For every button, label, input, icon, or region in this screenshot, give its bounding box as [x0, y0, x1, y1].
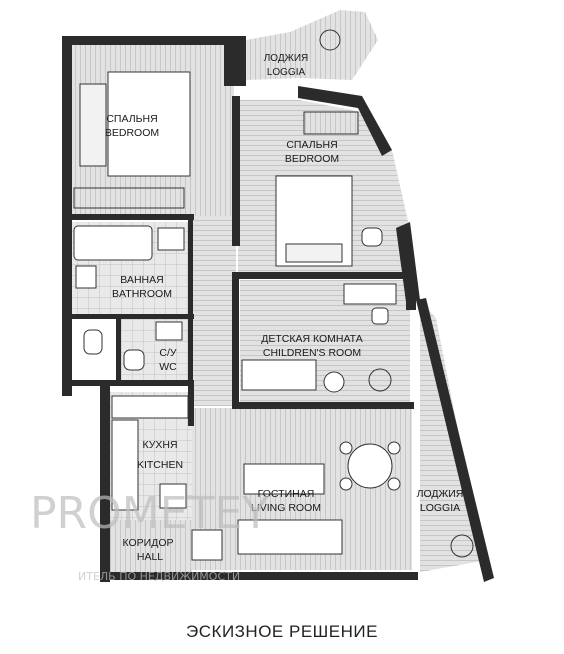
floor-plan: ЛОДЖИЯ LOGGIA СПАЛЬНЯ BEDROOM СПАЛЬНЯ BE… [30, 10, 494, 583]
loggia-top-floor [246, 10, 378, 80]
bedroom-right-label-en: BEDROOM [285, 153, 339, 165]
plant-icon [450, 534, 474, 558]
loggia-top-label-en: LOGGIA [267, 67, 306, 78]
toilet [123, 349, 145, 371]
loggia-right-label-en: LOGGIA [420, 502, 460, 514]
plant-icons [319, 29, 474, 558]
walls [62, 36, 494, 582]
hall-label-en: HALL [137, 551, 163, 563]
childrens-label-ru: ДЕТСКАЯ КОМНАТА [261, 333, 362, 345]
kitchen-label-en: KITCHEN [137, 459, 183, 471]
loggia-top-label-ru: ЛОДЖИЯ [264, 53, 309, 64]
living-sofa [237, 519, 343, 555]
hall-label-ru: КОРИДОР [123, 537, 174, 549]
plant-icon [319, 29, 341, 51]
watermark-brand: PROMETEY [30, 488, 269, 539]
loggia-right-label-ru: ЛОДЖИЯ [417, 488, 464, 500]
kids-sofa [241, 359, 317, 391]
bedroom-right-label-ru: СПАЛЬНЯ [286, 139, 337, 151]
watermark-tagline: ИТЕЛЬ ПО НЕДВИЖИМОСТИ [78, 570, 240, 583]
wc-label-ru: С/У [159, 347, 177, 359]
plan-caption: ЭСКИЗНОЕ РЕШЕНИЕ [186, 622, 378, 641]
plant-icon [368, 368, 392, 392]
bathroom-label-ru: ВАННАЯ [120, 274, 163, 286]
wc-label-en: WC [159, 361, 177, 373]
living-label-en: LIVING ROOM [251, 502, 321, 514]
bedroom-left-label-en: BEDROOM [105, 127, 159, 139]
dining-table [347, 443, 393, 489]
kitchen-label-ru: КУХНЯ [142, 439, 177, 451]
kitchen-counter [111, 395, 189, 419]
bathroom-label-en: BATHROOM [112, 288, 172, 300]
bedroom-left-label-ru: СПАЛЬНЯ [106, 113, 157, 125]
hall-floor [108, 520, 192, 580]
furniture [73, 71, 401, 561]
sink [75, 265, 97, 289]
living-label-ru: ГОСТИНАЯ [258, 488, 315, 500]
wardrobe-left [73, 187, 185, 209]
childrens-label-en: CHILDREN'S ROOM [263, 347, 361, 359]
corridor-floor [192, 216, 236, 406]
bed-left [107, 71, 191, 177]
bathtub [73, 225, 153, 261]
